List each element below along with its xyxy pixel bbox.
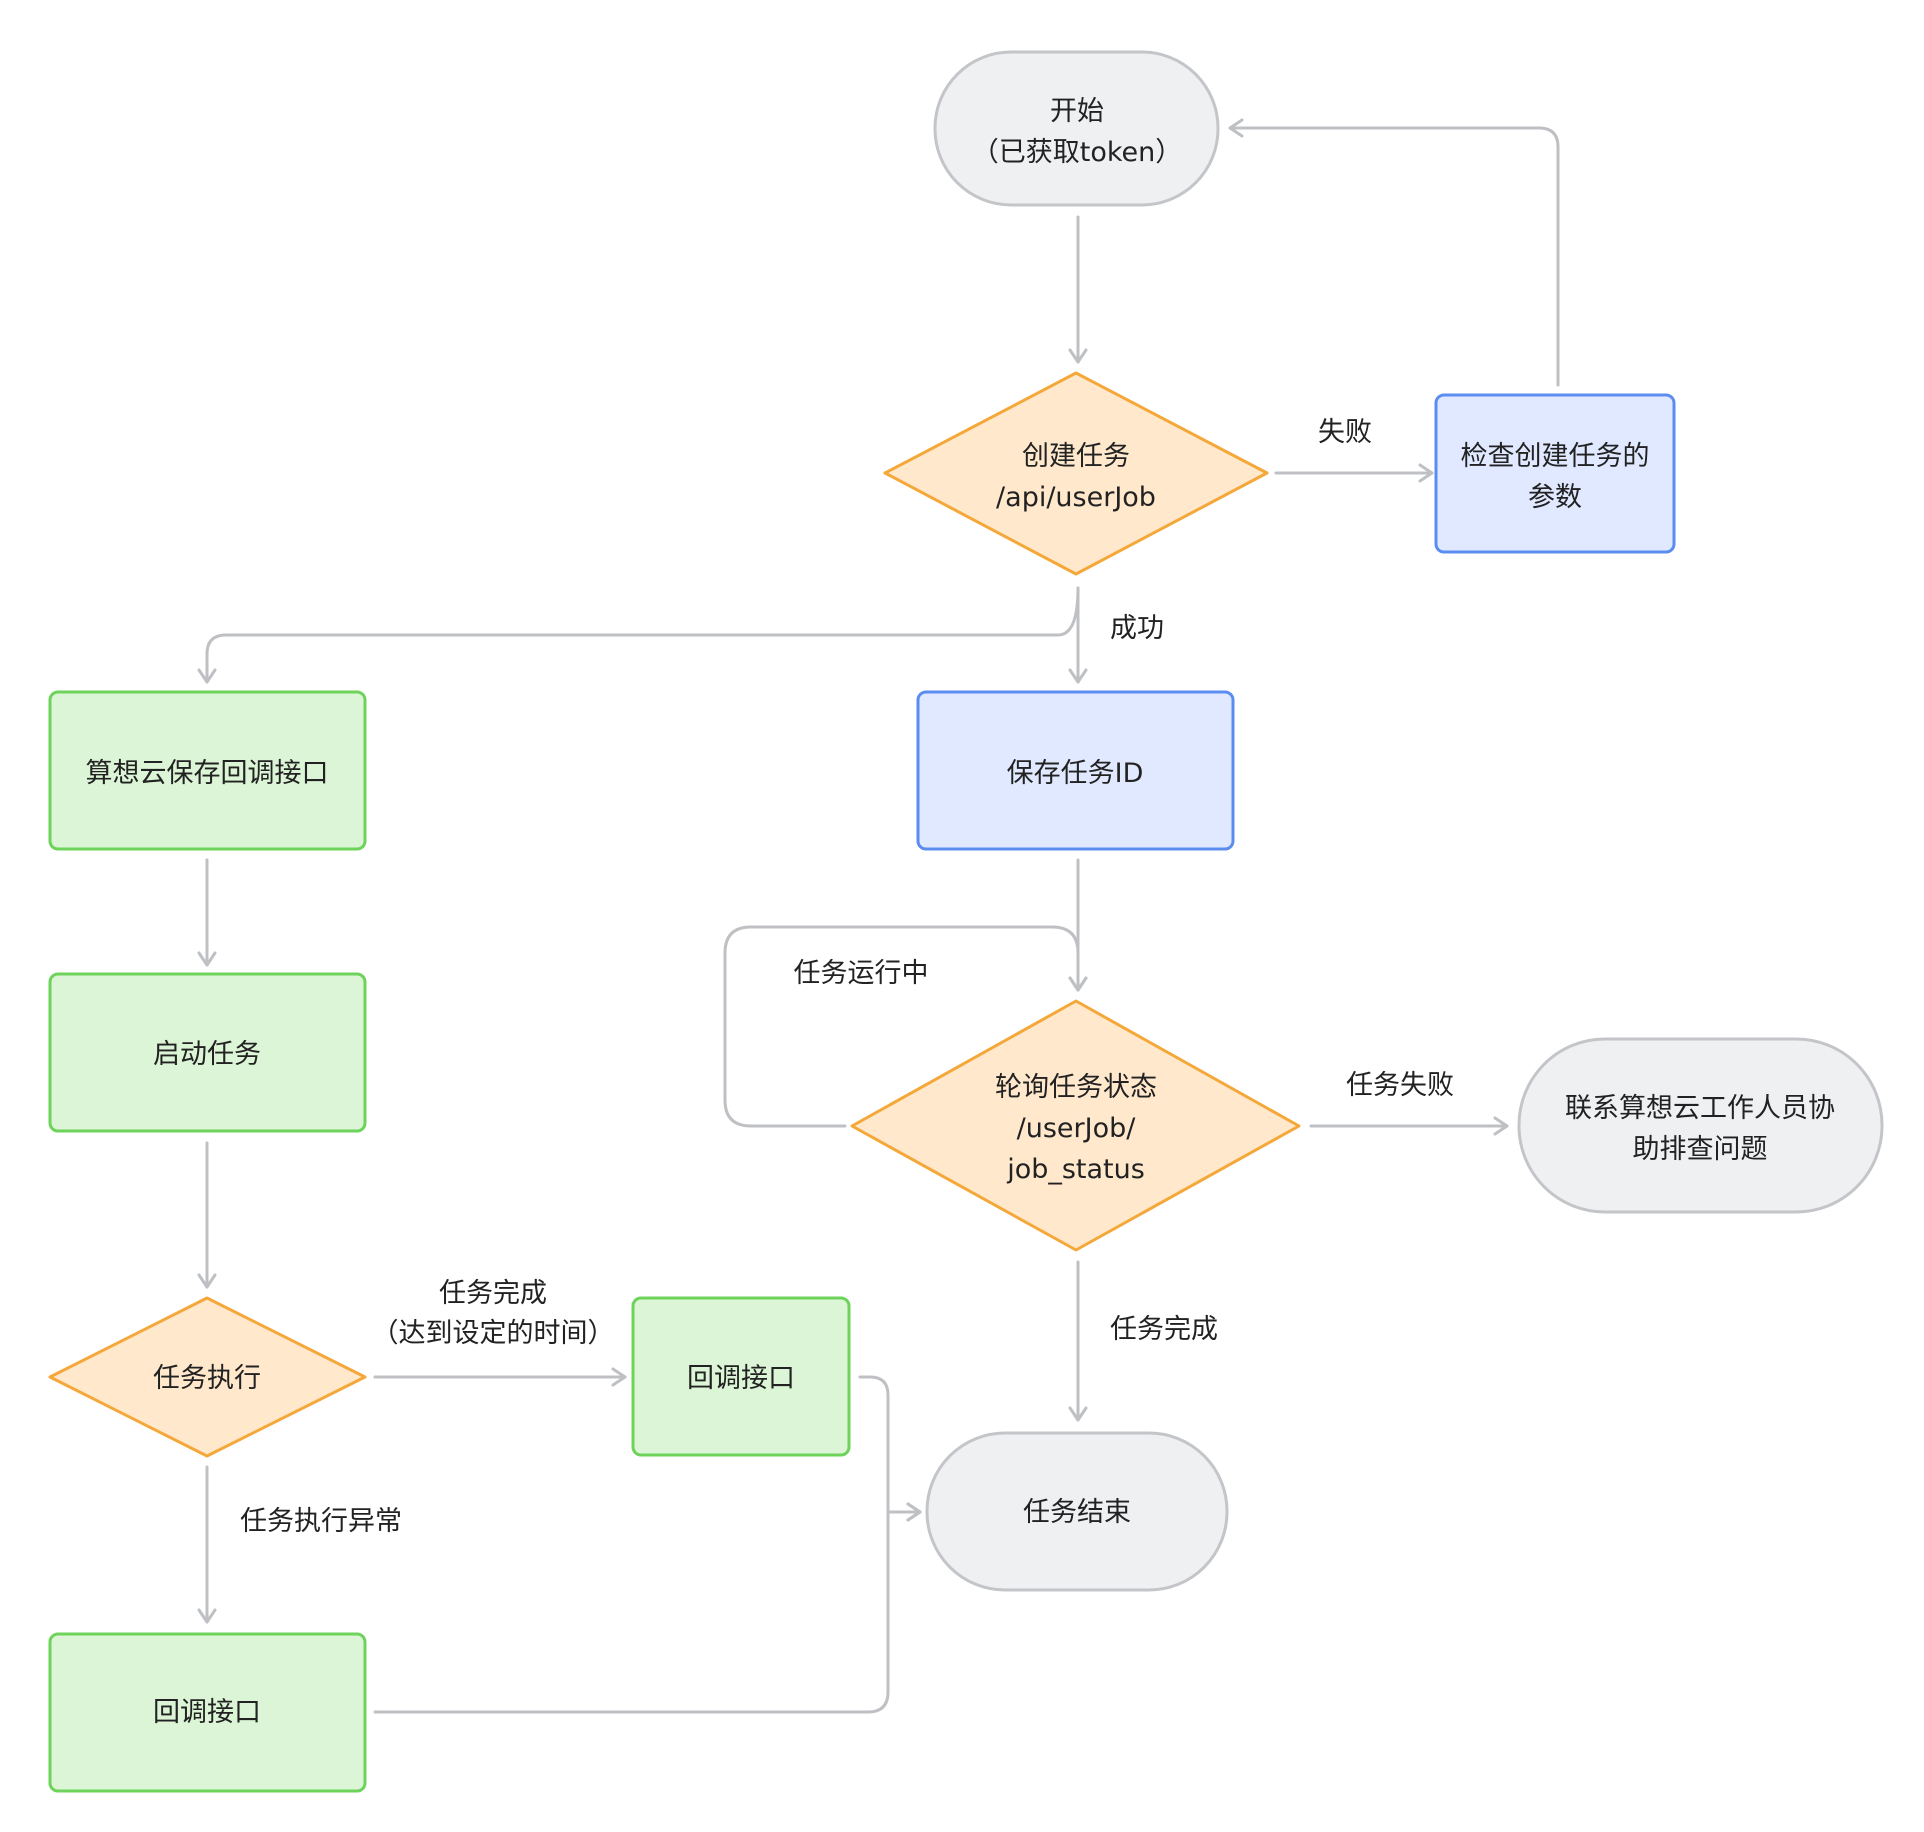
node-save-job-id: 保存任务ID (916, 690, 1235, 851)
node-callback-2: 回调接口 (48, 1632, 367, 1793)
edge-labels: 失败 成功 任务运行中 任务失败 任务完成 任务完成 （达到设定的时间） 任务执… (240, 417, 1454, 1537)
label-success: 成功 (1110, 613, 1164, 644)
node-contact-support: 联系算想云工作人员协 助排查问题 (1517, 1037, 1884, 1214)
node-check-params-line-2: 参数 (1528, 482, 1582, 513)
node-create-job-line-2: /api/userJob (996, 482, 1156, 513)
node-save-job-id-shape (916, 690, 1235, 851)
node-contact-support-line-1: 联系算想云工作人员协 (1565, 1093, 1835, 1124)
label-fail: 失败 (1318, 417, 1372, 448)
label-job-done: 任务完成 (1110, 1314, 1218, 1345)
node-callback-1: 回调接口 (631, 1296, 851, 1457)
node-create-job: 创建任务 /api/userJob (883, 371, 1269, 576)
label-job-failed: 任务失败 (1346, 1070, 1454, 1101)
node-start-shape (933, 50, 1220, 207)
node-callback-1-shape (631, 1296, 851, 1457)
node-job-exec: 任务执行 (48, 1296, 367, 1458)
node-start-job-line-1: 启动任务 (153, 1039, 261, 1070)
edge-callback-1-to-end (858, 1375, 922, 1522)
edges (197, 118, 1560, 1714)
label-running: 任务运行中 (794, 958, 929, 989)
node-check-params-shape (1434, 393, 1676, 554)
label-exec-done-line-2: （达到设定的时间） (372, 1318, 615, 1349)
nodes: 开始 （已获取token） 创建任务 /api/userJob 检查创建任务的 … (48, 50, 1884, 1793)
node-create-job-line-1: 创建任务 (1022, 441, 1130, 472)
node-poll-status-line-3: job_status (1006, 1154, 1145, 1185)
edge-check-to-start (1228, 118, 1560, 387)
node-job-exec-line-1: 任务执行 (153, 1363, 261, 1394)
node-check-params: 检查创建任务的 参数 (1434, 393, 1676, 554)
node-start-line-2: （已获取token） (972, 137, 1183, 168)
node-save-callback-line-1: 算想云保存回调接口 (86, 758, 329, 789)
node-poll-status: 轮询任务状态 /userJob/ job_status (850, 999, 1301, 1252)
edge-poll-loop (723, 925, 1088, 1128)
node-contact-support-shape (1517, 1037, 1884, 1214)
node-callback-2-shape (48, 1632, 367, 1793)
node-callback-1-line-1: 回调接口 (687, 1363, 795, 1394)
node-save-callback-shape (48, 690, 367, 851)
node-check-params-line-1: 检查创建任务的 (1461, 441, 1650, 472)
node-create-job-shape (883, 371, 1269, 576)
node-job-exec-shape (48, 1296, 367, 1458)
node-save-callback: 算想云保存回调接口 (48, 690, 367, 851)
node-start-line-1: 开始 (1050, 96, 1104, 127)
node-poll-status-shape (850, 999, 1301, 1252)
node-poll-status-line-2: /userJob/ (1017, 1113, 1137, 1144)
edge-create-to-save-callback (197, 586, 1080, 684)
node-start-job: 启动任务 (48, 972, 367, 1133)
label-exec-error: 任务执行异常 (240, 1506, 402, 1537)
node-start-job-shape (48, 972, 367, 1133)
edge-callback-2-to-end (373, 1502, 922, 1714)
node-poll-status-line-1: 轮询任务状态 (995, 1072, 1157, 1103)
node-save-job-id-line-1: 保存任务ID (1007, 758, 1144, 789)
node-callback-2-line-1: 回调接口 (153, 1697, 261, 1728)
node-job-end-shape (925, 1431, 1229, 1592)
node-job-end: 任务结束 (925, 1431, 1229, 1592)
node-job-end-line-1: 任务结束 (1023, 1497, 1131, 1528)
label-exec-done-line-1: 任务完成 (439, 1278, 547, 1309)
node-contact-support-line-2: 助排查问题 (1633, 1134, 1768, 1165)
node-start: 开始 （已获取token） (933, 50, 1220, 207)
